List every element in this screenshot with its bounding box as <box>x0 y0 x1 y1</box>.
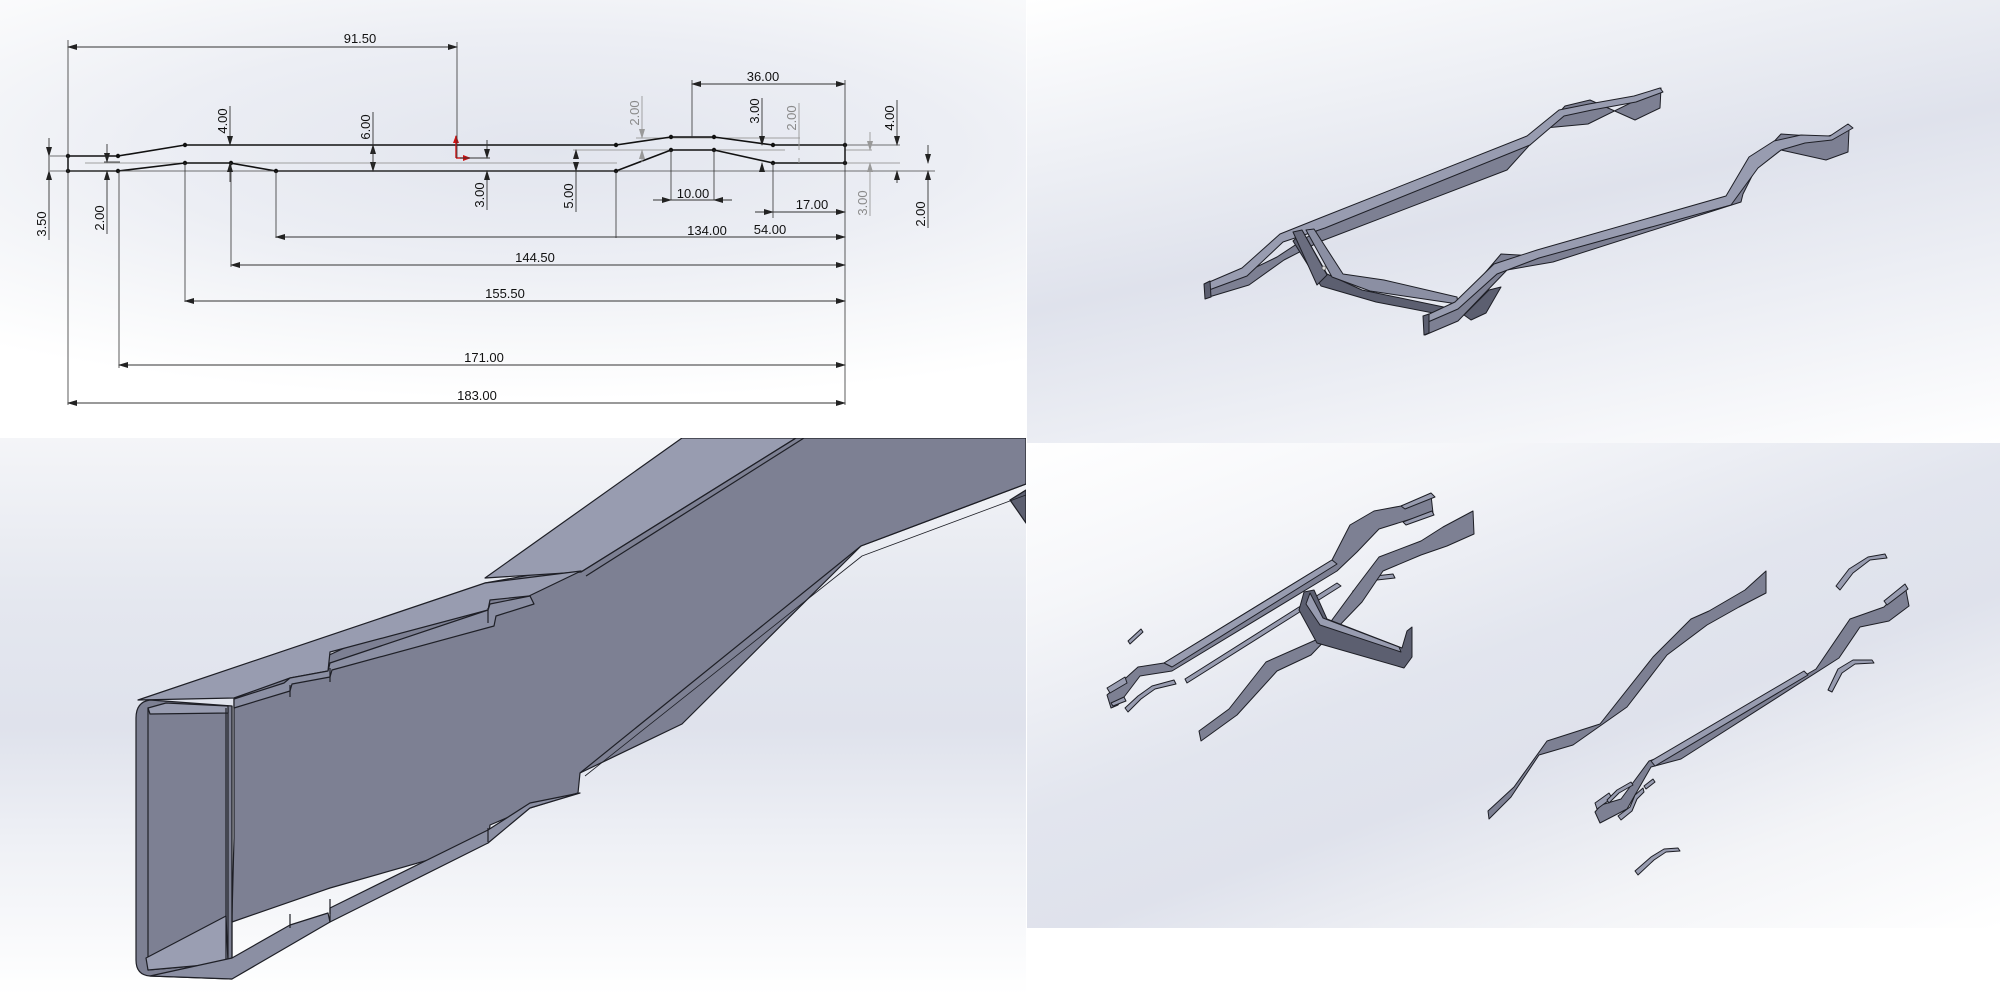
dim-5-00[interactable]: 5.00 <box>561 183 576 208</box>
sketch-drawing: 91.50 36.00 10.00 17.00 134.00 54.00 144… <box>34 31 935 406</box>
dim-134-00[interactable]: 134.00 <box>687 223 727 238</box>
construction-lines <box>85 137 900 164</box>
dim-2-00-right[interactable]: 2.00 <box>913 201 928 226</box>
dim-183-00[interactable]: 183.00 <box>457 388 497 403</box>
part-crossmember <box>1298 589 1413 669</box>
dim-2-00-grey-a[interactable]: 2.00 <box>627 100 642 125</box>
frame-assembly-isometric <box>1203 87 1854 336</box>
dim-144-50[interactable]: 144.50 <box>515 250 555 265</box>
closeup-panel <box>0 438 1026 995</box>
part-rail-right-inner <box>1594 584 1910 824</box>
dim-17-00[interactable]: 17.00 <box>796 197 829 212</box>
dim-10-00[interactable]: 10.00 <box>677 186 710 201</box>
dim-4-00-left[interactable]: 4.00 <box>215 108 230 133</box>
dim-3-00-grey[interactable]: 3.00 <box>855 190 870 215</box>
dim-91-50[interactable]: 91.50 <box>344 31 377 46</box>
dim-2-00-grey-b[interactable]: 2.00 <box>784 105 799 130</box>
dim-2-00-left[interactable]: 2.00 <box>92 205 107 230</box>
assembly-panel <box>1027 0 2000 443</box>
dim-3-00-right[interactable]: 3.00 <box>747 98 762 123</box>
sketch-panel: 91.50 36.00 10.00 17.00 134.00 54.00 144… <box>0 0 1026 438</box>
dim-3-50[interactable]: 3.50 <box>34 211 49 236</box>
dim-3-00-mid[interactable]: 3.00 <box>472 182 487 207</box>
dim-4-00-right[interactable]: 4.00 <box>882 105 897 130</box>
dim-155-50[interactable]: 155.50 <box>485 286 525 301</box>
dim-54-00[interactable]: 54.00 <box>754 222 787 237</box>
box-section-closeup <box>135 438 1026 980</box>
dim-36-00[interactable]: 36.00 <box>747 69 780 84</box>
exploded-panel <box>1027 443 2000 928</box>
frame-exploded-view <box>1106 492 1910 876</box>
part-plate-right <box>1487 570 1767 820</box>
origin-icon <box>453 135 471 161</box>
dim-6-00[interactable]: 6.00 <box>358 114 373 139</box>
dim-171-00[interactable]: 171.00 <box>464 350 504 365</box>
